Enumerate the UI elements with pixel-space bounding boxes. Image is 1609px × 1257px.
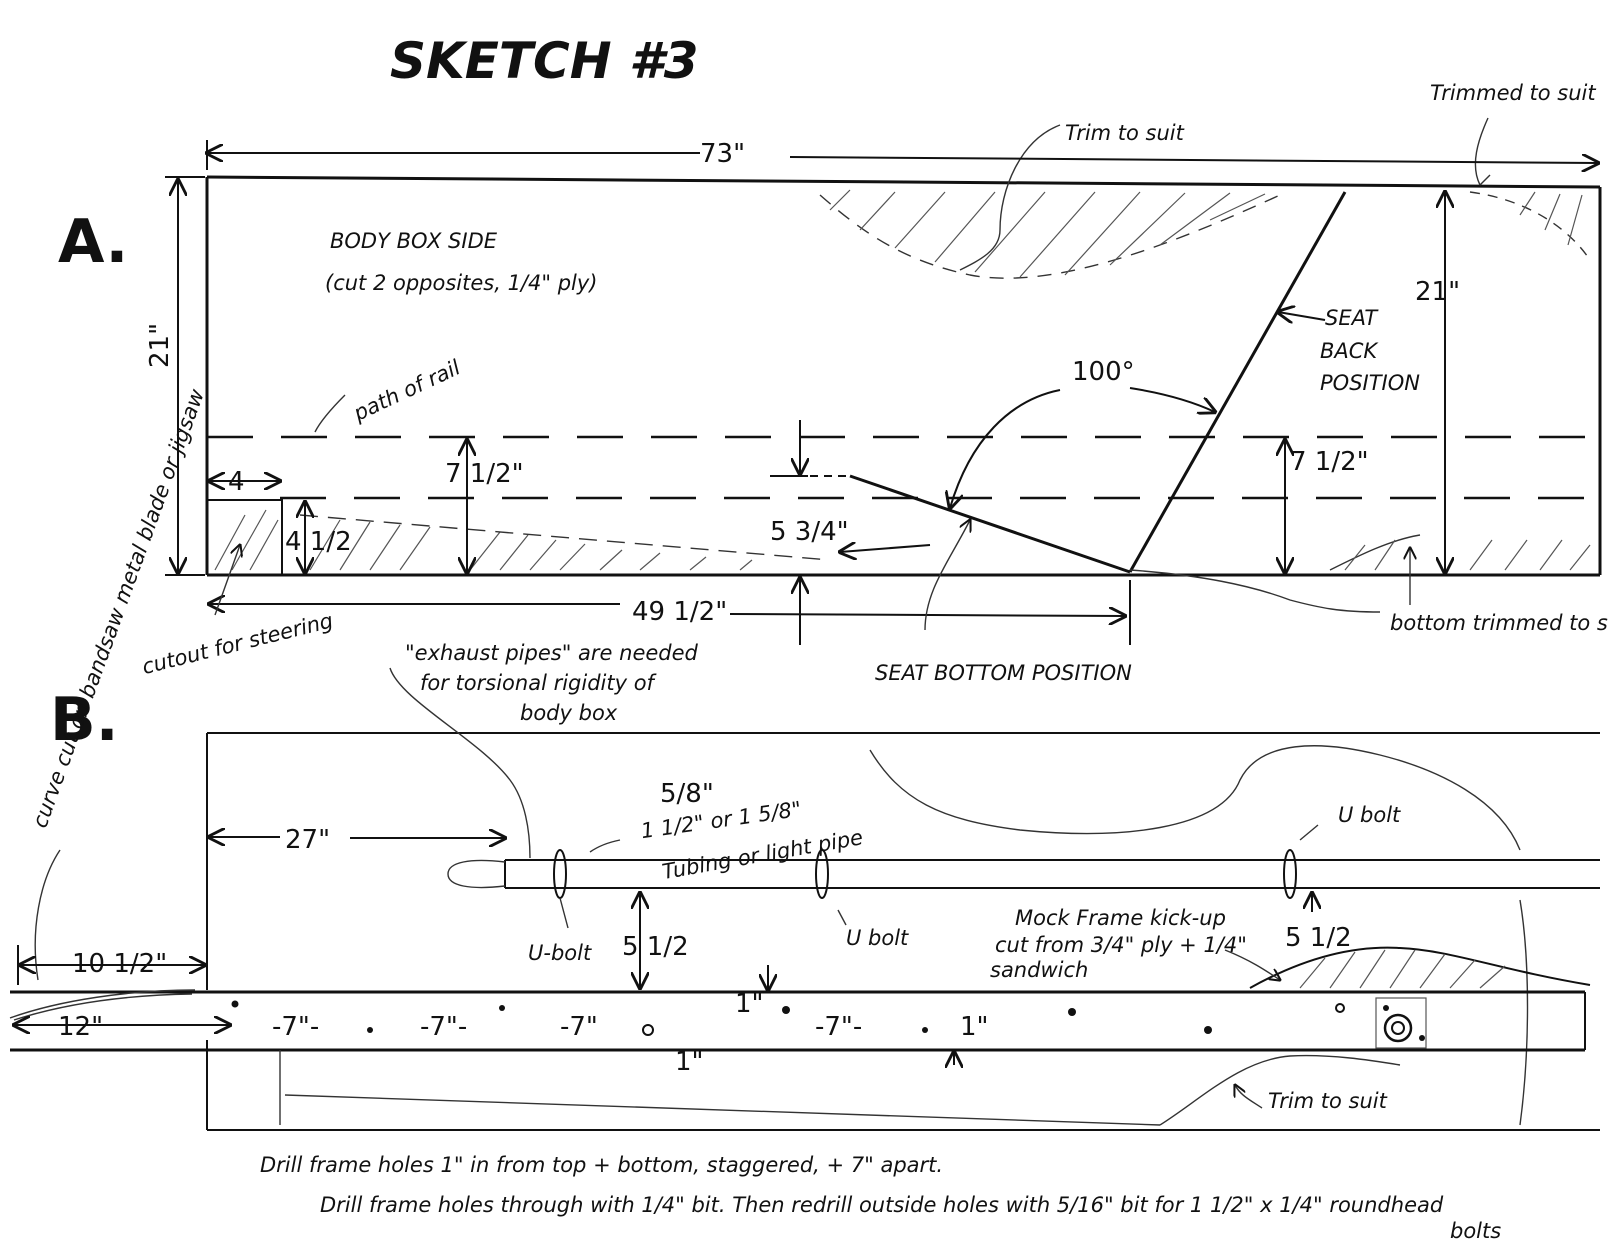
top-right-trim: [1469, 117, 1591, 261]
note-line-1: Drill frame holes 1" in from top + botto…: [260, 1153, 943, 1177]
u-bolt-3: [1283, 849, 1297, 899]
dim-1-c: 1": [960, 1012, 989, 1042]
hole-spacing-1: -7"-: [272, 1012, 319, 1042]
mock-frame-kickup: [1249, 946, 1591, 989]
seat-bottom-line: [849, 474, 1131, 574]
dim-rail-left: 7 1/2": [445, 459, 524, 489]
trim-to-suit-bottom-label: Trim to suit: [1268, 1089, 1388, 1113]
u-bolt-1: [553, 849, 567, 899]
angle-arc: [950, 387, 1215, 508]
body-box-side-heading: BODY BOX SIDE: [330, 229, 498, 253]
trim-to-suit-top-label: Trim to suit: [1065, 121, 1185, 145]
bottom-trim-hatch: [299, 514, 831, 571]
bottom-right-trim: [1329, 534, 1591, 571]
dim-5-half-right: 5 1/2: [1285, 923, 1352, 953]
note-line-2: Drill frame holes through with 1/4" bit.…: [320, 1193, 1444, 1217]
dim-27: 27": [285, 825, 330, 855]
dim-10-half: 10 1/2": [72, 949, 167, 979]
dim-1-a: 1": [735, 989, 764, 1019]
sketch-title: SKETCH #3: [390, 32, 699, 90]
seat-bottom-label: SEAT BOTTOM POSITION: [875, 661, 1132, 685]
mock-frame-note: Mock Frame kick-up cut from 3/4" ply + 1…: [990, 906, 1254, 982]
path-of-rail-label: path of rail: [349, 355, 464, 426]
dim-cutout-width: 4: [228, 467, 245, 497]
hole-spacing-2: -7"-: [420, 1012, 467, 1042]
exhaust-pipe-tube: [447, 859, 1600, 889]
u-bolt-label-2: U bolt: [846, 926, 909, 950]
steering-cutout: [207, 499, 283, 575]
dim-height-right: 21": [1415, 277, 1460, 307]
dim-seat-drop: 5 3/4": [770, 517, 849, 547]
dim-width-73: 73": [700, 139, 745, 169]
dim-5-half-left: 5 1/2: [622, 932, 689, 962]
angle-label: 100°: [1072, 357, 1135, 387]
tubing-note-1: 5/8": [660, 779, 714, 809]
seat-back-label: SEAT BACK POSITION: [1320, 306, 1420, 395]
frame-holes: [231, 997, 1427, 1049]
note-line-3: bolts: [1450, 1219, 1501, 1243]
hole-spacing-4: -7"-: [815, 1012, 862, 1042]
seat-back-line: [1128, 191, 1347, 573]
section-b-label: B.: [50, 685, 119, 755]
bottom-trimmed-label: bottom trimmed to suit design: [1390, 611, 1609, 635]
body-box-side-subheading: (cut 2 opposites, 1/4" ply): [325, 271, 598, 295]
body-box-side-panel: [205, 175, 1602, 577]
dim-cutout-height: 4 1/2: [285, 527, 352, 557]
frame-rail: [9, 989, 1586, 1052]
dim-1-b: 1": [675, 1047, 704, 1077]
top-trim-region: [819, 124, 1281, 279]
dim-height-left: 21": [145, 323, 175, 368]
trimmed-to-suit-label: Trimmed to suit: [1430, 81, 1596, 105]
hole-spacing-3: -7": [560, 1012, 598, 1042]
dim-rail-right: 7 1/2": [1290, 447, 1369, 477]
u-bolt-label-3: U bolt: [1338, 803, 1401, 827]
curve-cut-note: curve cut on bandsaw metal blade or jigs…: [28, 385, 210, 831]
u-bolt-2: [815, 849, 829, 899]
dim-bottom-length: 49 1/2": [632, 597, 727, 627]
u-bolt-label-1: U-bolt: [528, 941, 592, 965]
dim-12: 12": [58, 1012, 103, 1042]
section-a-label: A.: [58, 207, 128, 277]
cutout-steering-label: cutout for steering: [140, 608, 336, 679]
exhaust-note: "exhaust pipes" are needed for torsional…: [405, 641, 705, 725]
